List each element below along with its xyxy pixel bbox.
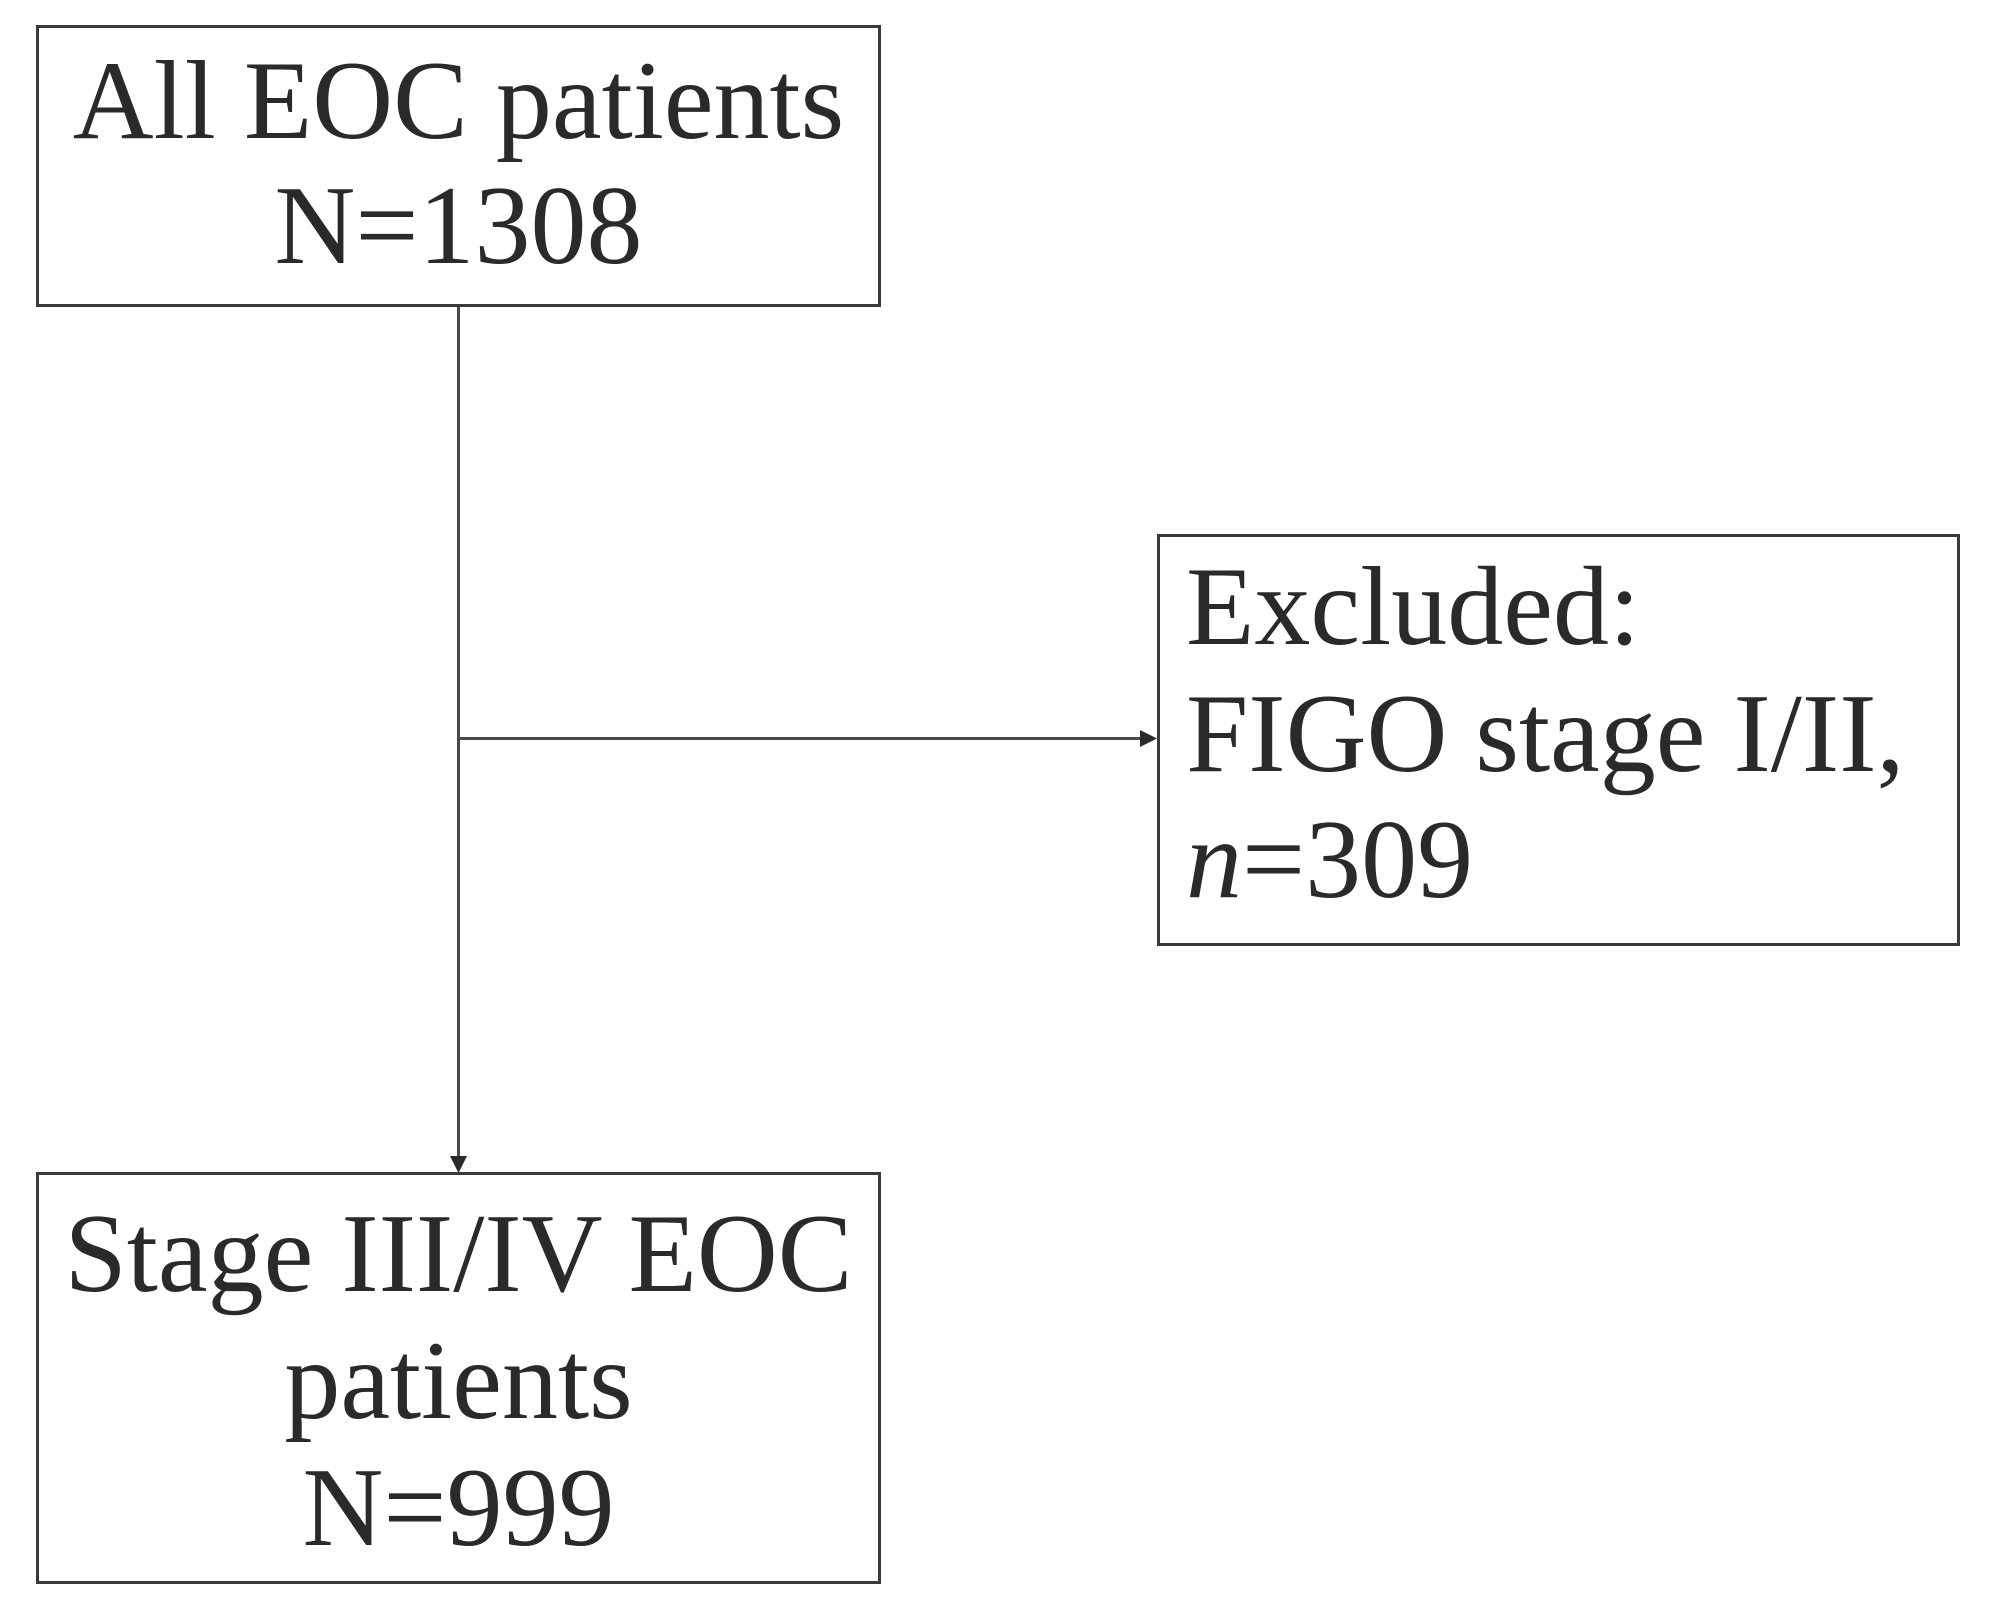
stage-3-4-box: Stage III/IV EOC patients N=999 [36,1172,881,1584]
excluded-count-variable: n [1186,798,1242,922]
stage-3-4-label-cont: patients [284,1319,633,1443]
stage-3-4-count: N=999 [302,1446,615,1570]
arrow-down-icon [450,1156,467,1173]
arrow-right-icon [1140,730,1157,747]
excluded-count: n=309 [1186,804,1473,916]
excluded-reason: FIGO stage I/II, [1186,672,1905,796]
horizontal-branch-line [457,737,1147,740]
vertical-connector-line [457,304,460,1162]
all-patients-count: N=1308 [274,164,643,288]
stage-3-4-label: Stage III/IV EOC [64,1192,853,1316]
excluded-title: Excluded: [1186,545,1641,669]
excluded-box: Excluded: FIGO stage I/II, n=309 [1157,534,1960,946]
all-patients-label: All EOC patients [72,39,845,163]
all-patients-box: All EOC patients N=1308 [36,25,881,307]
excluded-count-value: =309 [1242,798,1474,922]
